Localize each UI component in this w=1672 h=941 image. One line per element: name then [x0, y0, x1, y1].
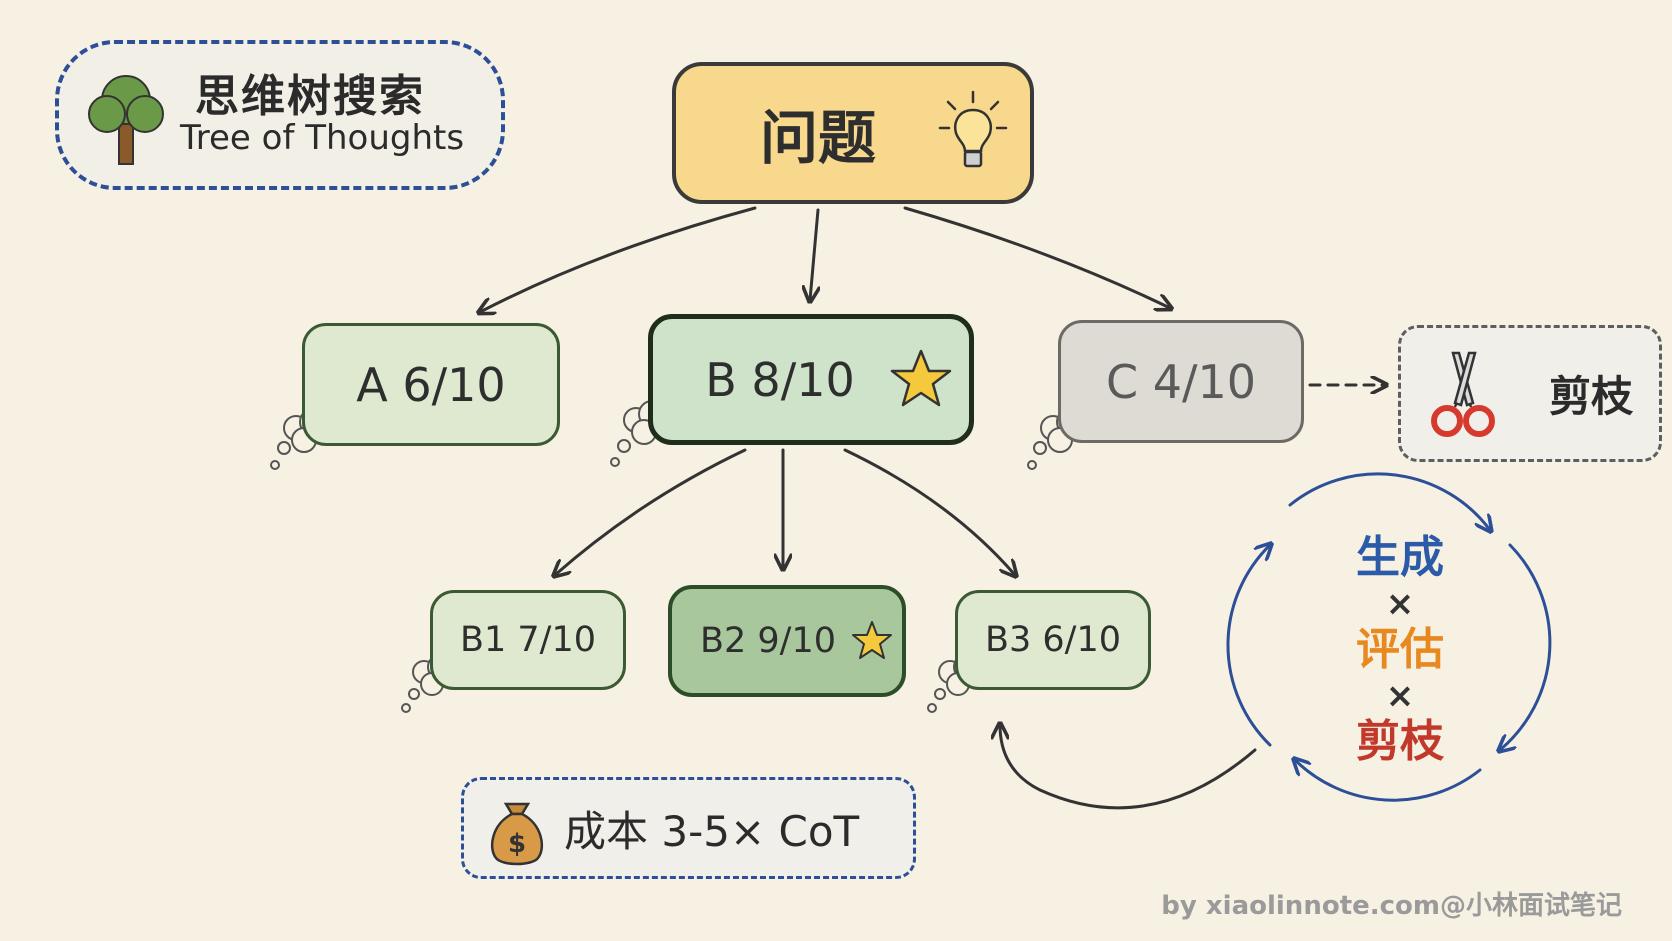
problem-node: 问题 — [672, 62, 1034, 204]
cycle-generate: 生成 — [1356, 532, 1444, 583]
scissors-icon — [1431, 351, 1495, 437]
thought-node-a: A 6/10 — [302, 323, 560, 446]
prune-box: 剪枝 — [1398, 325, 1662, 462]
cycle-prune: 剪枝 — [1356, 716, 1444, 767]
svg-text:$: $ — [508, 829, 526, 859]
arrow-root-to-c — [903, 206, 1170, 308]
arrow-root-to-a — [480, 206, 757, 312]
title-card — [55, 40, 505, 190]
node-b2-label: B2 9/10 — [699, 621, 836, 661]
node-c-label: C 4/10 — [1105, 354, 1257, 409]
star-icon — [890, 349, 952, 407]
thought-node-b1: B1 7/10 — [430, 590, 626, 690]
arrow-b-to-b1 — [555, 448, 747, 575]
arrow-root-to-b — [810, 208, 818, 300]
star-icon — [852, 621, 892, 659]
thought-node-b2: B2 9/10 — [668, 585, 906, 697]
node-a-label: A 6/10 — [356, 357, 506, 412]
node-b-label: B 8/10 — [705, 352, 855, 407]
watermark: by xiaolinnote.com@小林面试笔记 — [1161, 891, 1622, 921]
lightbulb-icon — [938, 90, 1008, 168]
cycle-times-1: × — [1385, 584, 1415, 624]
title-english: Tree of Thoughts — [180, 118, 465, 158]
node-b1-label: B1 7/10 — [459, 620, 596, 660]
arrow-b-to-b3 — [843, 448, 1015, 575]
arrow-cycle-to-b3 — [1000, 725, 1257, 810]
title-chinese: 思维树搜索 — [195, 71, 425, 122]
thought-node-b: B 8/10 — [648, 314, 974, 445]
cycle-steps: 生成 × 评估 × 剪枝 — [1330, 535, 1470, 765]
prune-label: 剪枝 — [1548, 372, 1633, 421]
cycle-ring — [1226, 472, 1552, 802]
cost-label: 成本 3-5× CoT — [564, 806, 860, 856]
problem-label: 问题 — [759, 104, 876, 172]
thought-node-c-pruned: C 4/10 — [1058, 320, 1304, 443]
node-b3-label: B3 6/10 — [984, 620, 1121, 660]
tree-icon — [88, 75, 164, 165]
money-bag-icon: $ — [491, 802, 543, 866]
cycle-evaluate: 评估 — [1356, 624, 1444, 675]
cycle-times-2: × — [1385, 676, 1415, 716]
cost-box: $ 成本 3-5× CoT — [461, 777, 916, 879]
thought-node-b3: B3 6/10 — [955, 590, 1151, 690]
